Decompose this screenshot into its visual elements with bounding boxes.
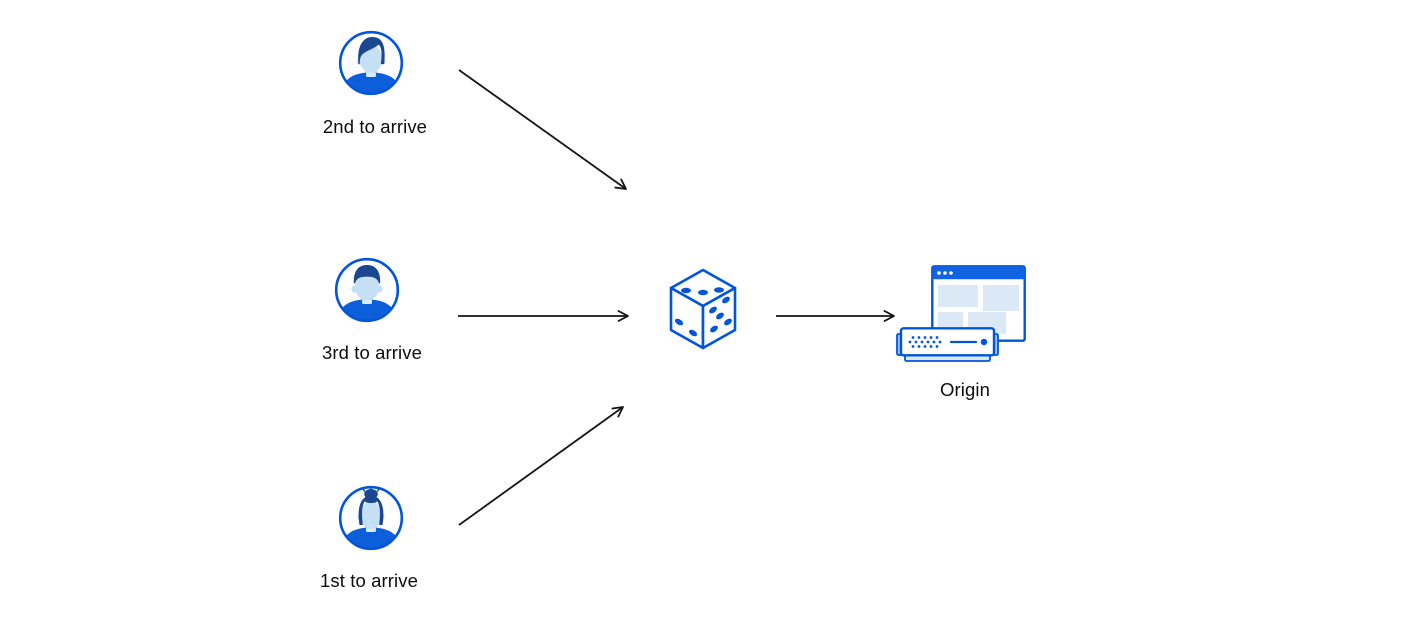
origin-node	[896, 263, 1028, 365]
client-label-2nd-to-arrive: 2nd to arrive	[322, 116, 428, 137]
client-node-2nd-to-arrive	[338, 30, 404, 96]
arrow-client2-to-dice	[458, 69, 627, 190]
client-node-1st-to-arrive	[338, 485, 404, 551]
client-node-3rd-to-arrive	[334, 257, 400, 323]
browser-window-icon	[931, 265, 1026, 342]
origin-server-icon	[896, 263, 1028, 365]
origin-label: Origin	[940, 379, 990, 400]
dice-icon	[668, 267, 738, 351]
client-label-3rd-to-arrive: 3rd to arrive	[321, 342, 422, 363]
arrow-client1-to-dice	[458, 406, 624, 526]
male-avatar-flat-top-icon	[334, 257, 400, 323]
male-avatar-swept-hair-icon	[338, 30, 404, 96]
server-icon	[896, 327, 999, 362]
female-avatar-bun-icon	[338, 485, 404, 551]
client-label-1st-to-arrive: 1st to arrive	[320, 570, 418, 591]
